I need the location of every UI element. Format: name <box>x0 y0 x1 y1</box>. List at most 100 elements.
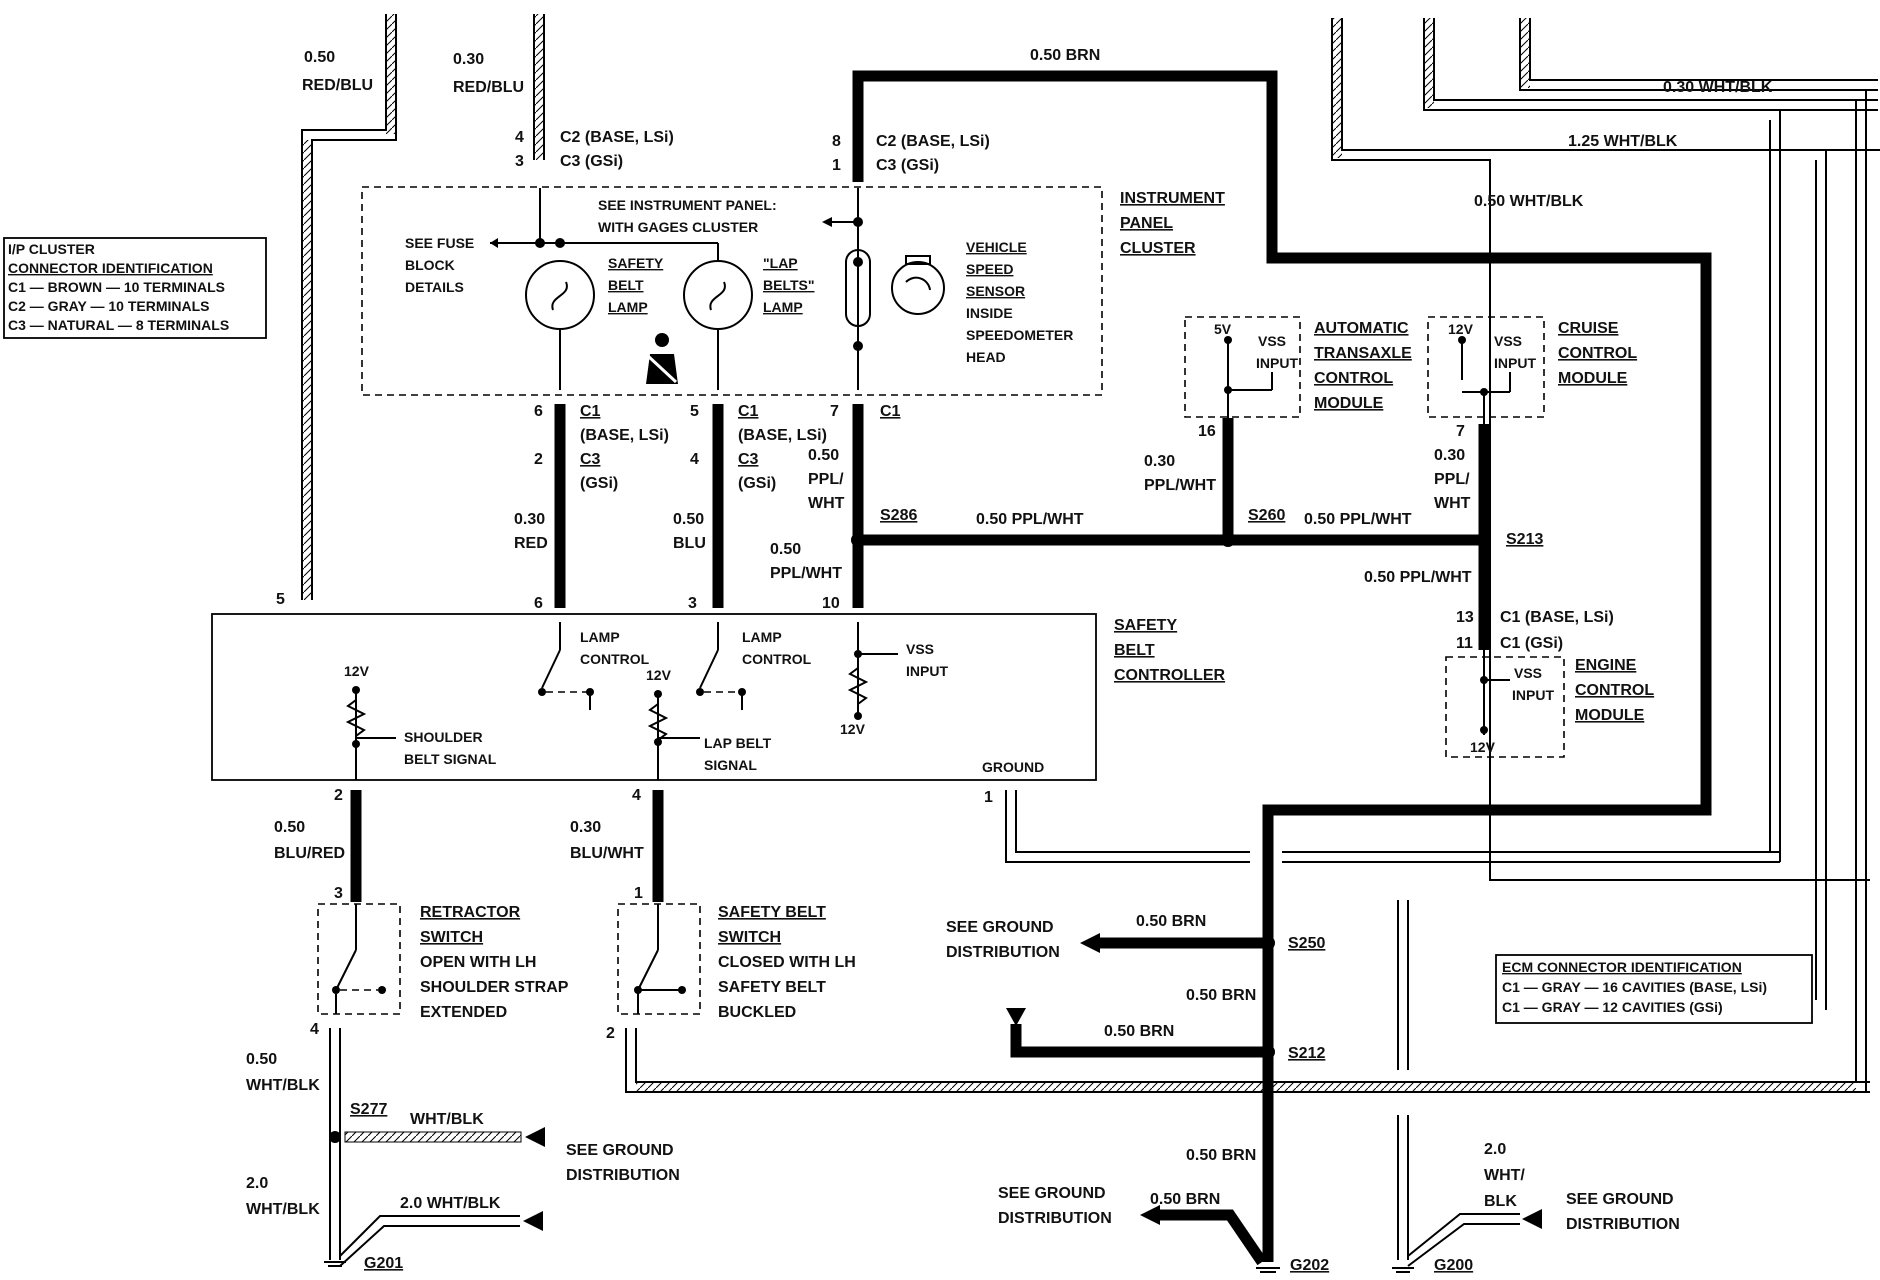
wire-label: 0.30 <box>1434 447 1465 464</box>
see-ground-label: DISTRIBUTION <box>1566 1216 1680 1233</box>
voltage-label: 12V <box>646 667 672 683</box>
ecm-id-line: C1 — GRAY — 12 CAVITIES (GSi) <box>1502 999 1723 1015</box>
tcm-module: 5V VSS INPUT AUTOMATIC TRANSAXLE CONTROL… <box>1184 316 1412 418</box>
wire-label: RED <box>514 535 548 552</box>
voltage-label: 12V <box>344 663 370 679</box>
wire-label: 0.50 BRN <box>1136 913 1206 930</box>
wire-label: WHT <box>808 495 845 512</box>
wire-label: 2.0 <box>246 1175 268 1192</box>
lap-belt-signal-label: SIGNAL <box>704 757 757 773</box>
ground-g200: G200 <box>1434 1257 1473 1274</box>
ecm-id-line: C1 — GRAY — 16 CAVITIES (BASE, LSi) <box>1502 979 1767 995</box>
pin-label: 8 <box>832 133 841 150</box>
voltage-label: 12V <box>840 721 866 737</box>
retractor-switch: 3 4 RETRACTOR SWITCH OPEN WITH LH SHOULD… <box>310 885 569 1038</box>
ecm-vss: VSS <box>1514 665 1542 681</box>
ecm-vss: INPUT <box>1512 687 1554 703</box>
ip-note: SEE INSTRUMENT PANEL: <box>598 197 777 213</box>
mid-wire-labels: 6 2 C1 (BASE, LSi) C3 (GSi) 5 4 C1 (BASE… <box>514 403 1543 586</box>
wire-label: BLU/RED <box>274 845 345 862</box>
ccm-voltage: 12V <box>1448 321 1474 337</box>
see-ground-label: SEE GROUND <box>566 1142 674 1159</box>
retractor-label: RETRACTOR <box>420 904 521 921</box>
wire-label: WHT/BLK <box>410 1111 484 1128</box>
ccm-label: CRUISE <box>1558 320 1619 337</box>
retractor-label: SHOULDER STRAP <box>420 979 569 996</box>
ground-g202: G202 <box>1290 1257 1329 1274</box>
safety-switch-label: SAFETY BELT <box>718 904 826 921</box>
ip-cluster-id-line: C3 — NATURAL — 8 TERMINALS <box>8 317 229 333</box>
pin-label: 10 <box>822 595 840 612</box>
ip-cluster-id-line: C1 — BROWN — 10 TERMINALS <box>8 279 225 295</box>
ecm-module: VSS INPUT 12V ENGINE CONTROL MODULE 13 1… <box>1445 609 1654 758</box>
ip-note: WITH GAGES CLUSTER <box>598 219 758 235</box>
shoulder-signal-label: BELT SIGNAL <box>404 751 497 767</box>
pin-label: 7 <box>1456 423 1465 440</box>
wire-label: 0.50 <box>246 1051 277 1068</box>
lap-lamp-label: LAMP <box>763 299 803 315</box>
wire-label: 0.50 WHT/BLK <box>1474 193 1584 210</box>
wire-label: 0.50 PPL/WHT <box>1304 511 1412 528</box>
wire-label: RED/BLU <box>302 77 373 94</box>
see-ground-label: SEE GROUND <box>998 1185 1106 1202</box>
wire-label: WHT/ <box>1484 1167 1525 1184</box>
wire-label: WHT <box>1434 495 1471 512</box>
wire-label: 0.50 BRN <box>1150 1191 1220 1208</box>
wire-label: RED/BLU <box>453 79 524 96</box>
see-ground-label: SEE GROUND <box>946 919 1054 936</box>
vss-label: HEAD <box>966 349 1006 365</box>
wire-label: 0.50 BRN <box>1186 1147 1256 1164</box>
connector-label: C3 (GSi) <box>560 153 623 170</box>
pin-label: 7 <box>830 403 839 420</box>
wire-label: PPL/ <box>808 471 844 488</box>
pin-label: 2 <box>334 787 343 804</box>
pin-label: 4 <box>310 1021 319 1038</box>
ip-cluster-id-box: I/P CLUSTER CONNECTOR IDENTIFICATION C1 … <box>3 237 267 339</box>
fuse-block-label: BLOCK <box>405 257 455 273</box>
pin-label: 3 <box>688 595 697 612</box>
retractor-label: EXTENDED <box>420 1004 507 1021</box>
connector-label: C1 <box>880 403 901 420</box>
wire-label: PPL/WHT <box>1144 477 1216 494</box>
wire-label: 0.50 BRN <box>1186 987 1256 1004</box>
ecm-id-title: ECM CONNECTOR IDENTIFICATION <box>1502 959 1742 975</box>
splice-label: S286 <box>880 507 917 524</box>
controller-title: SAFETY <box>1114 617 1177 634</box>
wire-label: BLU <box>673 535 706 552</box>
lamp-control-label: LAMP <box>742 629 782 645</box>
safety-belt-controller: SAFETY BELT CONTROLLER 5 6 3 10 2 4 1 <box>211 591 1226 806</box>
connector-label: (GSi) <box>738 475 776 492</box>
instrument-panel-cluster: SEE FUSE BLOCK DETAILS SEE INSTRUMENT PA… <box>361 186 1225 396</box>
pin-label: 13 <box>1456 609 1474 626</box>
wire-label: 0.50 <box>770 541 801 558</box>
fuse-block-label: DETAILS <box>405 279 464 295</box>
pin-label: 16 <box>1198 423 1216 440</box>
pin-label: 2 <box>606 1025 615 1042</box>
connector-label: C2 (BASE, LSi) <box>560 129 674 146</box>
controller-title: CONTROLLER <box>1114 667 1226 684</box>
lower-middle-grounds: SEE GROUND DISTRIBUTION 0.50 BRN S250 0.… <box>946 913 1329 1274</box>
pin-label: 5 <box>276 591 285 608</box>
connector-label: C2 (BASE, LSi) <box>876 133 990 150</box>
pin-label: 6 <box>534 595 543 612</box>
splice-label: S260 <box>1248 507 1285 524</box>
connector-label: C1 (BASE, LSi) <box>1500 609 1614 626</box>
safety-lamp-label: SAFETY <box>608 255 664 271</box>
wire-label: 0.50 <box>673 511 704 528</box>
wire-label: BLK <box>1484 1193 1517 1210</box>
g200-area: 2.0 WHT/ BLK SEE GROUND DISTRIBUTION G20… <box>1392 1141 1680 1274</box>
splice-label: S277 <box>350 1101 387 1118</box>
retractor-label: SWITCH <box>420 929 483 946</box>
pin-label: 1 <box>832 157 841 174</box>
controller-title: BELT <box>1114 642 1155 659</box>
lower-left-labels: 0.50 BLU/RED 0.30 BLU/WHT 0.50 WHT/BLK S… <box>246 819 680 1272</box>
tcm-vss: VSS <box>1258 333 1286 349</box>
connector-label: (GSi) <box>580 475 618 492</box>
pin-label: 6 <box>534 403 543 420</box>
connector-label: (BASE, LSi) <box>738 427 827 444</box>
pin-label: 5 <box>690 403 699 420</box>
pin-label: 3 <box>515 153 524 170</box>
ccm-vss: VSS <box>1494 333 1522 349</box>
vss-label: INSIDE <box>966 305 1013 321</box>
